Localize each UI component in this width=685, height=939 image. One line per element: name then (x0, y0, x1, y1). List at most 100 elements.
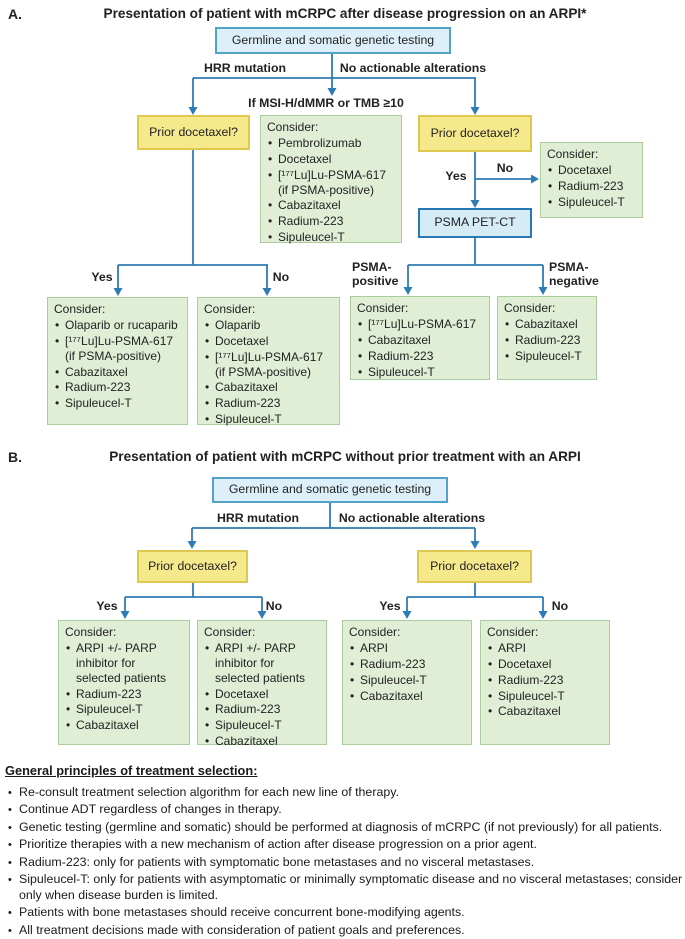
list-item: ARPI +/- PARP inhibitor for selected pat… (204, 641, 320, 686)
list-item: Cabazitaxel (357, 333, 483, 348)
node-genetic-testing-b: Germline and somatic genetic testing (212, 477, 448, 503)
list-item: Patients with bone metastases should rec… (5, 905, 683, 921)
treatment-list: ARPI +/- PARP inhibitor for selected pat… (204, 641, 320, 749)
list-item: [¹⁷⁷Lu]Lu-PSMA-617 (357, 317, 483, 332)
list-item: Cabazitaxel (54, 365, 181, 380)
list-item: Radium-223 (65, 687, 183, 702)
list-item: Sipuleucel-T (204, 718, 320, 733)
list-item: Sipuleucel-T: only for patients with asy… (5, 872, 683, 904)
consider-box-no-docetaxel: Consider: DocetaxelRadium-223Sipuleucel-… (540, 142, 643, 218)
treatment-list: CabazitaxelRadium-223Sipuleucel-T (504, 317, 590, 364)
list-item: Olaparib or rucaparib (54, 318, 181, 333)
edge-label-psma-negative: PSMA-negative (549, 260, 599, 288)
treatment-list: OlaparibDocetaxel[¹⁷⁷Lu]Lu-PSMA-617 (if … (204, 318, 333, 427)
general-principles-title: General principles of treatment selectio… (5, 763, 258, 778)
edge-label-no-a-right: No (496, 161, 514, 175)
edge-label-psma-positive: PSMA-positive (352, 260, 399, 288)
node-prior-docetaxel-b-left: Prior docetaxel? (137, 550, 248, 583)
list-item: Docetaxel (487, 657, 603, 672)
list-item: Radium-223 (204, 396, 333, 411)
list-item: Radium-223 (547, 179, 636, 194)
list-item: Docetaxel (547, 163, 636, 178)
consider-box-psma-positive: Consider: [¹⁷⁷Lu]Lu-PSMA-617CabazitaxelR… (350, 296, 490, 380)
list-item: Radium-223 (504, 333, 590, 348)
branch-label-msi: If MSI-H/dMMR or TMB ≥10 (248, 96, 404, 110)
list-item: Cabazitaxel (349, 689, 465, 704)
box-header: Consider: (349, 625, 401, 639)
list-item: ARPI (487, 641, 603, 656)
edge-label-no-a-left: No (272, 270, 290, 284)
branch-label-hrr-mutation-b: HRR mutation (217, 511, 299, 525)
list-item: [¹⁷⁷Lu]Lu-PSMA-617 (if PSMA-positive) (204, 350, 333, 380)
list-item: Sipuleucel-T (357, 365, 483, 380)
treatment-list: ARPIRadium-223Sipuleucel-TCabazitaxel (349, 641, 465, 704)
box-header: Consider: (204, 625, 256, 639)
edge-label-yes-a-left: Yes (91, 270, 113, 284)
list-item: Sipuleucel-T (504, 349, 590, 364)
list-item: Cabazitaxel (65, 718, 183, 733)
list-item: Radium-223 (357, 349, 483, 364)
box-header: Consider: (547, 147, 599, 161)
list-item: [¹⁷⁷Lu]Lu-PSMA-617 (if PSMA-positive) (267, 168, 395, 198)
box-header: Consider: (267, 120, 319, 134)
list-item: Sipuleucel-T (267, 230, 395, 245)
node-psma-pet-ct: PSMA PET-CT (418, 208, 532, 238)
box-header: Consider: (65, 625, 117, 639)
treatment-list: ARPI +/- PARP inhibitor for selected pat… (65, 641, 183, 733)
list-item: Sipuleucel-T (65, 702, 183, 717)
list-item: Docetaxel (204, 687, 320, 702)
list-item: Cabazitaxel (204, 734, 320, 749)
consider-box-msi: Consider: PembrolizumabDocetaxel[¹⁷⁷Lu]L… (260, 115, 402, 245)
list-item: All treatment decisions made with consid… (5, 923, 683, 939)
section-a-label: A. (8, 6, 22, 22)
section-b-label: B. (8, 449, 22, 465)
list-item: Docetaxel (204, 334, 333, 349)
section-a-title: Presentation of patient with mCRPC after… (103, 6, 587, 21)
list-item: Radium-223 (487, 673, 603, 688)
box-header: Consider: (204, 302, 256, 316)
list-item: Cabazitaxel (267, 198, 395, 213)
list-item: Sipuleucel-T (487, 689, 603, 704)
general-principles: General principles of treatment selectio… (5, 763, 683, 939)
node-prior-docetaxel-b-right: Prior docetaxel? (417, 550, 532, 583)
box-header: Consider: (54, 302, 106, 316)
edge-label-no-b-right: No (551, 599, 569, 613)
list-item: ARPI +/- PARP inhibitor for selected pat… (65, 641, 183, 686)
consider-box-hrr-no-b: Consider: ARPI +/- PARP inhibitor for se… (197, 620, 327, 749)
list-item: Docetaxel (267, 152, 395, 167)
node-genetic-testing-a: Germline and somatic genetic testing (215, 27, 451, 54)
list-item: Sipuleucel-T (349, 673, 465, 688)
list-item: Radium-223 (267, 214, 395, 229)
list-item: [¹⁷⁷Lu]Lu-PSMA-617 (if PSMA-positive) (54, 334, 181, 364)
list-item: Prioritize therapies with a new mechanis… (5, 837, 683, 853)
consider-box-hrr-yes-b: Consider: ARPI +/- PARP inhibitor for se… (58, 620, 190, 745)
list-item: Sipuleucel-T (54, 396, 181, 411)
list-item: Cabazitaxel (204, 380, 333, 395)
list-item: Pembrolizumab (267, 136, 395, 151)
list-item: Sipuleucel-T (547, 195, 636, 210)
box-header: Consider: (357, 301, 409, 315)
section-b-title: Presentation of patient with mCRPC witho… (109, 449, 581, 464)
box-header: Consider: (504, 301, 556, 315)
list-item: Radium-223 (54, 380, 181, 395)
list-item: ARPI (349, 641, 465, 656)
list-item: Radium-223: only for patients with sympt… (5, 855, 683, 871)
treatment-list: PembrolizumabDocetaxel[¹⁷⁷Lu]Lu-PSMA-617… (267, 136, 395, 245)
consider-box-psma-negative: Consider: CabazitaxelRadium-223Sipuleuce… (497, 296, 597, 380)
branch-label-no-actionable-b: No actionable alterations (338, 511, 486, 525)
list-item: Radium-223 (349, 657, 465, 672)
consider-box-no-alt-no-b: Consider: ARPIDocetaxelRadium-223Sipuleu… (480, 620, 610, 745)
list-item: Olaparib (204, 318, 333, 333)
list-item: Genetic testing (germline and somatic) s… (5, 820, 683, 836)
general-principles-list: Re-consult treatment selection algorithm… (5, 785, 683, 938)
list-item: Re-consult treatment selection algorithm… (5, 785, 683, 801)
node-prior-docetaxel-a-right: Prior docetaxel? (418, 115, 532, 152)
edge-label-yes-b-right: Yes (379, 599, 401, 613)
list-item: Sipuleucel-T (204, 412, 333, 427)
consider-box-hrr-no-a: Consider: OlaparibDocetaxel[¹⁷⁷Lu]Lu-PSM… (197, 297, 340, 427)
treatment-list: Olaparib or rucaparib[¹⁷⁷Lu]Lu-PSMA-617 … (54, 318, 181, 411)
edge-label-yes-a-right: Yes (445, 169, 467, 183)
list-item: Cabazitaxel (504, 317, 590, 332)
branch-label-no-actionable-a: No actionable alterations (339, 61, 487, 75)
